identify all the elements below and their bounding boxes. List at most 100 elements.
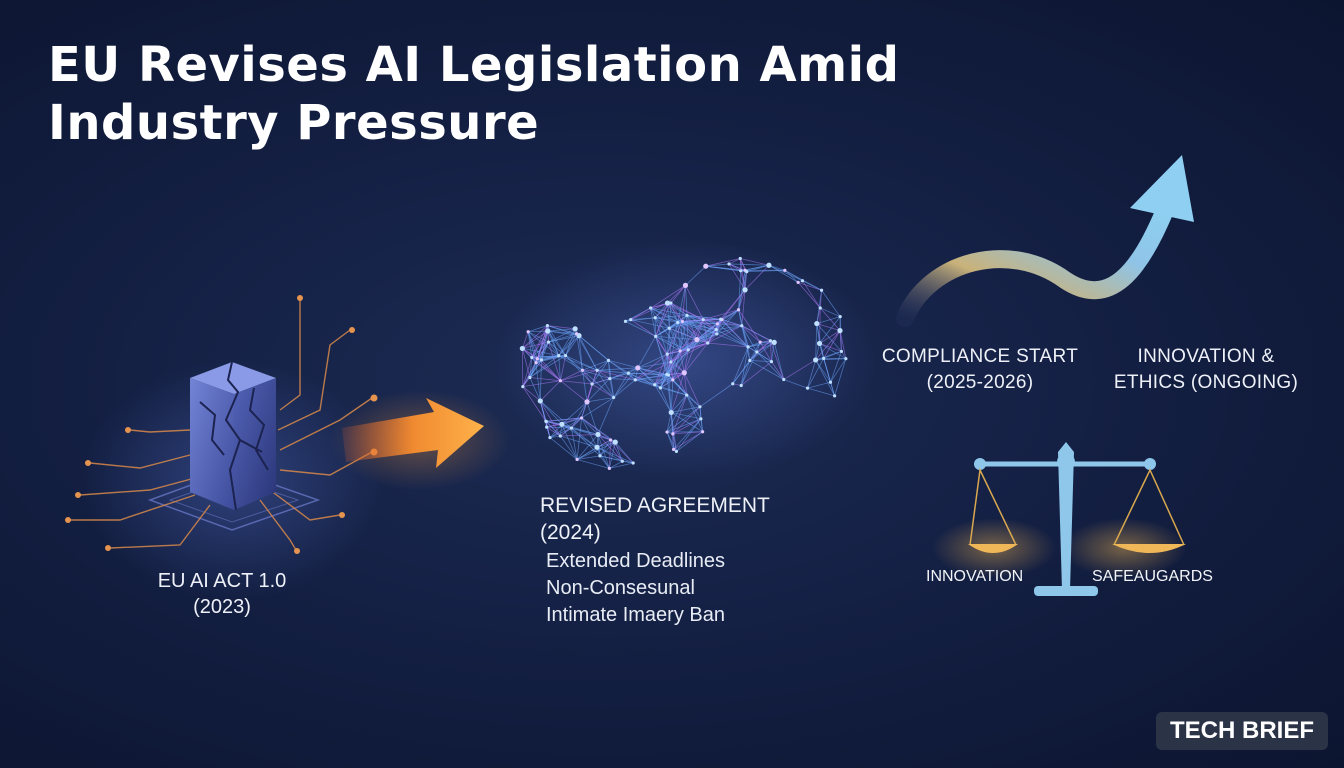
network-edge (540, 380, 561, 402)
network-edge (582, 370, 588, 402)
transition-arrow-icon (342, 398, 484, 468)
network-edge (549, 437, 578, 460)
network-edge (597, 369, 636, 381)
network-edge (613, 367, 639, 398)
network-edge (728, 263, 746, 291)
network-edge (699, 383, 734, 408)
network-edge (522, 386, 547, 422)
network-edge (591, 383, 614, 398)
network-edge (654, 317, 670, 329)
network-node (819, 288, 824, 292)
network-node (590, 382, 594, 386)
network-edge (682, 285, 686, 322)
network-edge (815, 343, 820, 361)
network-edge (740, 351, 758, 386)
network-edge (613, 379, 636, 398)
network-edge (558, 355, 583, 371)
network-node (671, 447, 676, 452)
network-edge (744, 264, 770, 291)
network-edge (547, 328, 576, 332)
network-node (623, 319, 628, 324)
network-edge (549, 424, 563, 438)
network-node (740, 324, 744, 328)
network-edge (628, 372, 655, 386)
network-edge (732, 351, 758, 384)
network-edge (720, 309, 739, 320)
network-edge (560, 380, 588, 403)
network-edge (666, 350, 681, 375)
network-node (839, 349, 844, 354)
network-edge (666, 328, 670, 355)
network-edge (596, 370, 614, 398)
network-edge (650, 307, 657, 337)
growth-arrow-head-icon (1130, 155, 1194, 222)
network-edge (797, 282, 821, 309)
network-edge (749, 360, 772, 363)
network-edge (741, 325, 771, 342)
network-edge (536, 330, 549, 360)
network-node (833, 394, 837, 398)
network-edge (686, 394, 702, 420)
network-edge (769, 340, 772, 362)
network-edge (700, 418, 703, 432)
network-node (629, 318, 633, 322)
network-node (607, 466, 611, 471)
network-node (575, 457, 579, 462)
network-edge (548, 333, 577, 343)
network-node (635, 365, 641, 371)
network-edge (756, 351, 785, 380)
network-node (563, 353, 568, 358)
network-edge (540, 400, 572, 429)
network-edge (660, 354, 668, 388)
network-edge (536, 341, 549, 360)
network-node (521, 385, 525, 389)
network-edge (720, 318, 742, 327)
compliance-label: COMPLIANCE START (2025-2026) (874, 344, 1086, 396)
network-edge (716, 319, 722, 335)
network-edge (685, 285, 688, 316)
network-node (685, 393, 689, 397)
network-edge (577, 455, 601, 460)
network-edge (666, 361, 672, 375)
network-edge (559, 435, 578, 460)
network-edge (655, 336, 668, 355)
network-edge (670, 322, 679, 362)
network-edge (630, 319, 670, 329)
network-edge (630, 307, 651, 321)
network-edge (807, 387, 835, 397)
network-edge (548, 341, 560, 356)
network-glow (496, 240, 876, 480)
network-node (678, 349, 682, 353)
network-node (665, 430, 669, 434)
network-node (537, 398, 543, 404)
network-node (698, 405, 702, 409)
network-edge (596, 447, 610, 469)
scale-right-label: SAFEAUGARDS (1092, 568, 1213, 585)
network-edge (597, 397, 615, 435)
network-edge (688, 329, 717, 351)
network-edge (823, 330, 841, 359)
network-node (664, 300, 671, 306)
network-edge (582, 369, 610, 379)
network-node (631, 461, 635, 465)
network-node (682, 282, 689, 288)
network-edge (531, 325, 548, 358)
title-line-1: EU Revises AI Legislation Amid (48, 37, 900, 93)
network-edge (815, 359, 831, 383)
network-edge (677, 322, 717, 335)
network-edge (666, 412, 672, 433)
network-edge (716, 309, 739, 335)
network-node (719, 317, 723, 321)
network-edge (682, 321, 717, 335)
network-edge (597, 434, 623, 462)
network-node (739, 269, 743, 273)
network-edge (696, 333, 717, 341)
network-edge (635, 361, 672, 381)
network-edge (667, 285, 686, 304)
network-edge (565, 355, 583, 371)
network-edge (696, 319, 704, 340)
network-edge (609, 378, 615, 398)
network-edge (549, 435, 561, 438)
network-edge (548, 341, 566, 356)
list-item: Extended Deadlines (546, 550, 726, 572)
